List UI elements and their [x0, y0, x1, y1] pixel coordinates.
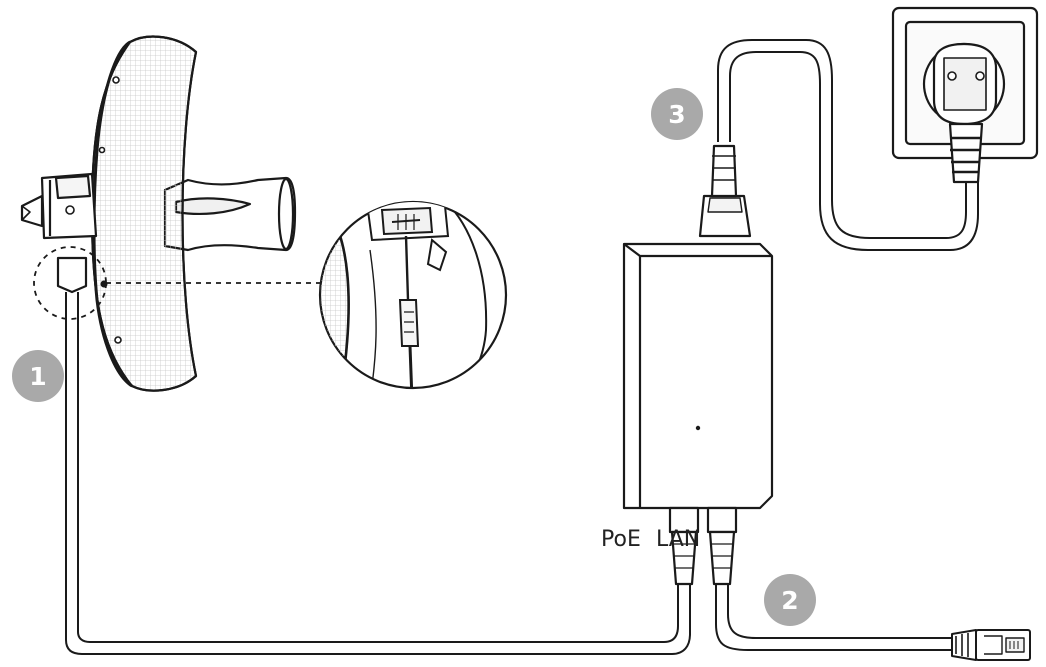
outdoor-antenna-icon	[20, 35, 297, 392]
lan-port-label: LAN	[656, 527, 700, 552]
step-3-badge: 3	[651, 88, 703, 140]
port-highlight-callout	[33, 246, 322, 320]
port-zoom-detail-icon	[318, 200, 508, 390]
ethernet-cable-antenna	[65, 292, 691, 655]
step-2-badge: 2	[764, 574, 816, 626]
step-1-number: 1	[29, 362, 46, 391]
ethernet-cable-lan	[715, 582, 952, 651]
step-1-badge: 1	[12, 350, 64, 402]
power-cable	[717, 39, 979, 251]
step-2-number: 2	[781, 586, 798, 615]
led-indicator-icon	[695, 425, 701, 431]
wall-outlet-icon	[891, 6, 1039, 184]
ethernet-plug-icon	[951, 629, 1031, 661]
poe-adapter-icon	[622, 144, 774, 586]
step-3-number: 3	[668, 100, 685, 129]
poe-port-label: PoE	[601, 527, 641, 552]
